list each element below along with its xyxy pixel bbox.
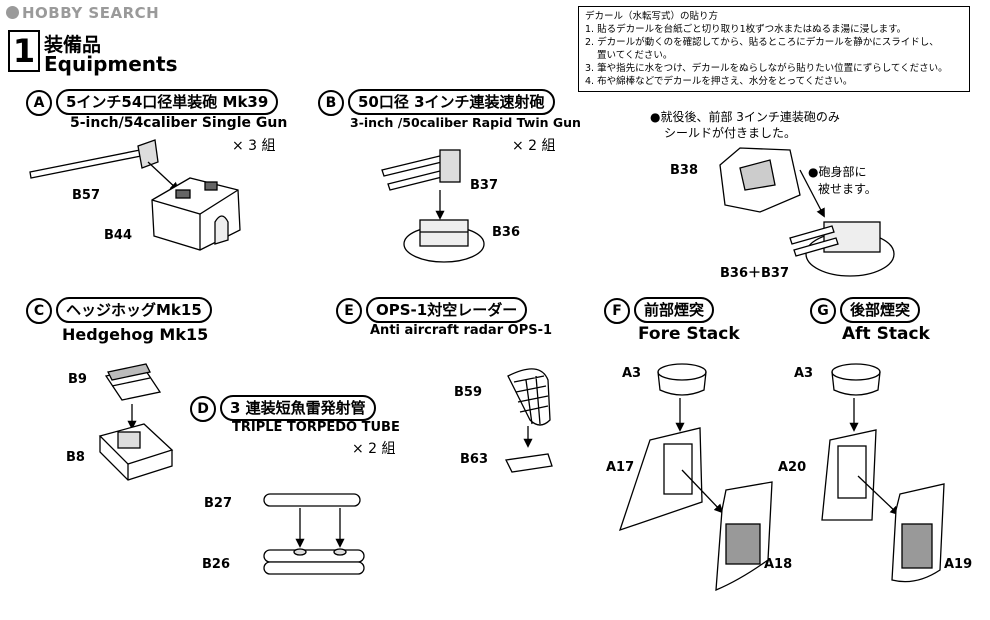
part-label: B38 xyxy=(670,163,698,178)
decal-title: デカール（水転写式）の貼り方 xyxy=(585,11,719,22)
shield-b38 xyxy=(719,147,801,213)
section-d-title-jp: 3 連装短魚雷発射管 xyxy=(220,395,376,421)
part-label: B36＋B37 xyxy=(720,266,789,281)
section-letter-d: D xyxy=(190,396,216,422)
part-label: B37 xyxy=(470,178,498,193)
section-b-title-jp: 50口径 3インチ連装速射砲 xyxy=(348,89,555,115)
section-letter-f: F xyxy=(604,298,630,324)
part-label: A18 xyxy=(764,557,793,572)
part-label: A3 xyxy=(622,366,642,381)
twin-gun-b37 xyxy=(381,149,461,191)
step-number: 1 xyxy=(8,30,40,72)
decal-line: 3. 筆や指先に水をつけ、デカールをぬらしながら貼りたい位置にずらしてください。 xyxy=(585,63,948,74)
section-f-title-jp: 前部煙突 xyxy=(634,297,715,323)
barrel-note-line2: 被せます。 xyxy=(818,182,877,196)
part-label: B44 xyxy=(104,228,132,243)
shield-note-line1: ●就役後、前部 3インチ連装砲のみ xyxy=(650,110,840,124)
assembly-arrow xyxy=(147,161,180,192)
section-f-title-en: Fore Stack xyxy=(638,324,740,344)
part-label: A20 xyxy=(778,460,807,475)
section-e-title-en: Anti aircraft radar OPS-1 xyxy=(370,323,553,338)
step-title-en: Equipments xyxy=(44,52,178,76)
section-d-qty: × 2 組 xyxy=(352,441,396,457)
section-letter-e: E xyxy=(336,298,362,324)
gun-barrel-b57 xyxy=(29,139,159,179)
shield-note-line2: シールドが付きました。 xyxy=(664,126,797,140)
section-d-title-en: TRIPLE TORPEDO TUBE xyxy=(232,420,400,435)
section-g-title-en: Aft Stack xyxy=(842,324,930,344)
section-letter-a: A xyxy=(26,90,52,116)
section-letter-b: B xyxy=(318,90,344,116)
section-g-title-jp: 後部煙突 xyxy=(840,297,921,323)
decal-line: 4. 布や綿棒などでデカールを押さえ、水分をとってください。 xyxy=(585,76,853,87)
stack-cap-a3 xyxy=(657,363,707,396)
hedgehog-base-b8 xyxy=(98,423,174,481)
part-label: B9 xyxy=(68,372,87,387)
stack-side-a18 xyxy=(715,481,773,592)
section-a-title-en: 5-inch/54caliber Single Gun xyxy=(70,115,288,131)
section-a-qty: × 3 組 xyxy=(232,138,276,154)
section-c-title-jp: ヘッジホッグMk15 xyxy=(56,297,212,323)
section-letter-c: C xyxy=(26,298,52,324)
torpedo-tubes-b26 xyxy=(263,548,365,575)
step-title-jp: 装備品 xyxy=(44,34,102,56)
decal-line: 置いてください。 xyxy=(597,50,673,61)
section-a-title-jp: 5インチ54口径単装砲 Mk39 xyxy=(56,89,279,115)
section-c-title-en: Hedgehog Mk15 xyxy=(62,325,209,344)
radar-mount-b63 xyxy=(505,453,553,473)
gun-turret-b44 xyxy=(151,177,241,251)
stack-side-a19 xyxy=(891,483,945,583)
stack-cap-a3 xyxy=(831,363,881,396)
stack-side-a20 xyxy=(821,429,877,521)
section-e-title-jp: OPS-1対空レーダー xyxy=(366,297,528,323)
stack-side-a17 xyxy=(618,427,703,532)
decal-line: 2. デカールが動くのを確認してから、貼るところにデカールを静かにスライドし、 xyxy=(585,37,939,48)
hedgehog-b9 xyxy=(104,363,162,401)
barrel-note-line1: ●砲身部に xyxy=(808,165,867,179)
decal-instructions: デカール（水転写式）の貼り方 1. 貼るデカールを台紙ごと切り取り1枚ずつ水また… xyxy=(578,6,970,92)
part-label: A3 xyxy=(794,366,814,381)
part-label: B26 xyxy=(202,557,230,572)
torpedo-b27 xyxy=(263,493,361,507)
decal-line: 1. 貼るデカールを台紙ごと切り取り1枚ずつ水またはぬるま湯に浸します。 xyxy=(585,24,907,35)
part-label: B59 xyxy=(454,385,482,400)
section-b-title-en: 3-inch /50caliber Rapid Twin Gun xyxy=(350,115,581,130)
part-label: B63 xyxy=(460,452,488,467)
part-label: B57 xyxy=(72,188,100,203)
assembly-arrow xyxy=(857,475,900,516)
part-label: A19 xyxy=(944,557,973,572)
part-label: B36 xyxy=(492,225,520,240)
assembly-arrow xyxy=(799,169,825,218)
watermark: HOBBY SEARCH xyxy=(6,4,159,22)
part-label: B27 xyxy=(204,496,232,511)
radar-b59 xyxy=(507,368,551,426)
part-label: B8 xyxy=(66,450,85,465)
assembly-arrow xyxy=(681,469,724,514)
part-label: A17 xyxy=(606,460,635,475)
twin-gun-mount-b36 xyxy=(403,219,485,263)
section-b-qty: × 2 組 xyxy=(512,138,556,154)
camera-icon xyxy=(6,6,19,19)
section-letter-g: G xyxy=(810,298,836,324)
twin-gun-assembled xyxy=(789,221,895,277)
